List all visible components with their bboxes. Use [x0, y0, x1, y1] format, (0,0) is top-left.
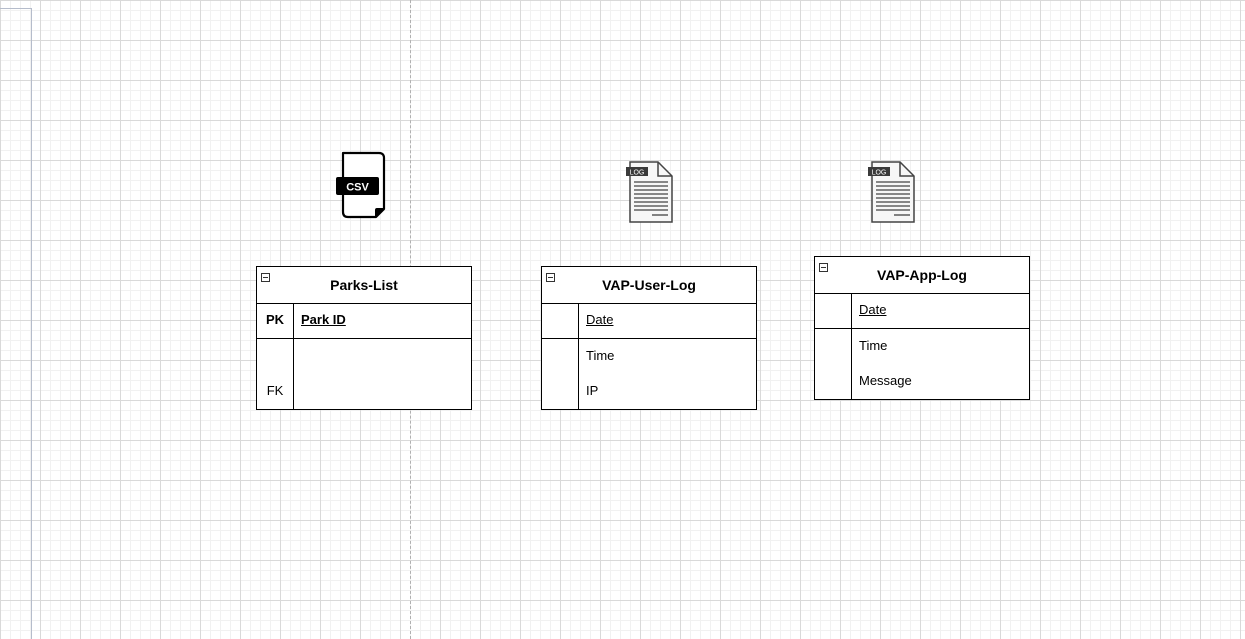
table-parks-list[interactable]: Parks-List PK Park ID FK: [256, 266, 472, 410]
table-title: VAP-User-Log: [602, 277, 696, 293]
row-divider: [542, 338, 756, 339]
page-border-left: [31, 8, 32, 639]
log-file-icon[interactable]: LOG: [866, 160, 918, 224]
page-border-top: [0, 8, 32, 9]
row-divider: [257, 338, 471, 339]
log-file-icon-graphic: LOG: [868, 161, 915, 223]
row-divider: [815, 328, 1029, 329]
log-file-icon-graphic: LOG: [626, 161, 673, 223]
field-time[interactable]: Time: [859, 338, 888, 353]
pk-label: PK: [265, 312, 285, 327]
collapse-icon[interactable]: [819, 263, 828, 272]
csv-file-icon-graphic: CSV: [336, 151, 386, 219]
table-vap-app-log[interactable]: VAP-App-Log Date Time Message: [814, 256, 1030, 400]
table-header[interactable]: VAP-App-Log: [815, 257, 1029, 294]
field-date[interactable]: Date: [859, 302, 887, 317]
table-title: Parks-List: [330, 277, 398, 293]
table-title: VAP-App-Log: [877, 267, 967, 283]
pk-field[interactable]: Park ID: [301, 312, 346, 327]
table-header[interactable]: Parks-List: [257, 267, 471, 304]
table-header[interactable]: VAP-User-Log: [542, 267, 756, 304]
log-icon-label: LOG: [872, 170, 887, 177]
key-column: [257, 303, 294, 409]
field-message[interactable]: Message: [859, 373, 912, 388]
collapse-icon[interactable]: [546, 273, 555, 282]
log-file-icon[interactable]: LOG: [624, 160, 676, 224]
field-time[interactable]: Time: [586, 348, 615, 363]
log-icon-label: LOG: [630, 170, 645, 177]
collapse-icon[interactable]: [261, 273, 270, 282]
key-column: [542, 303, 579, 409]
csv-icon-label: CSV: [346, 182, 369, 194]
csv-file-icon[interactable]: CSV: [336, 150, 388, 220]
key-column: [815, 293, 852, 399]
fk-label: FK: [266, 383, 284, 398]
field-date[interactable]: Date: [586, 312, 614, 327]
table-vap-user-log[interactable]: VAP-User-Log Date Time IP: [541, 266, 757, 410]
field-ip[interactable]: IP: [586, 383, 599, 398]
